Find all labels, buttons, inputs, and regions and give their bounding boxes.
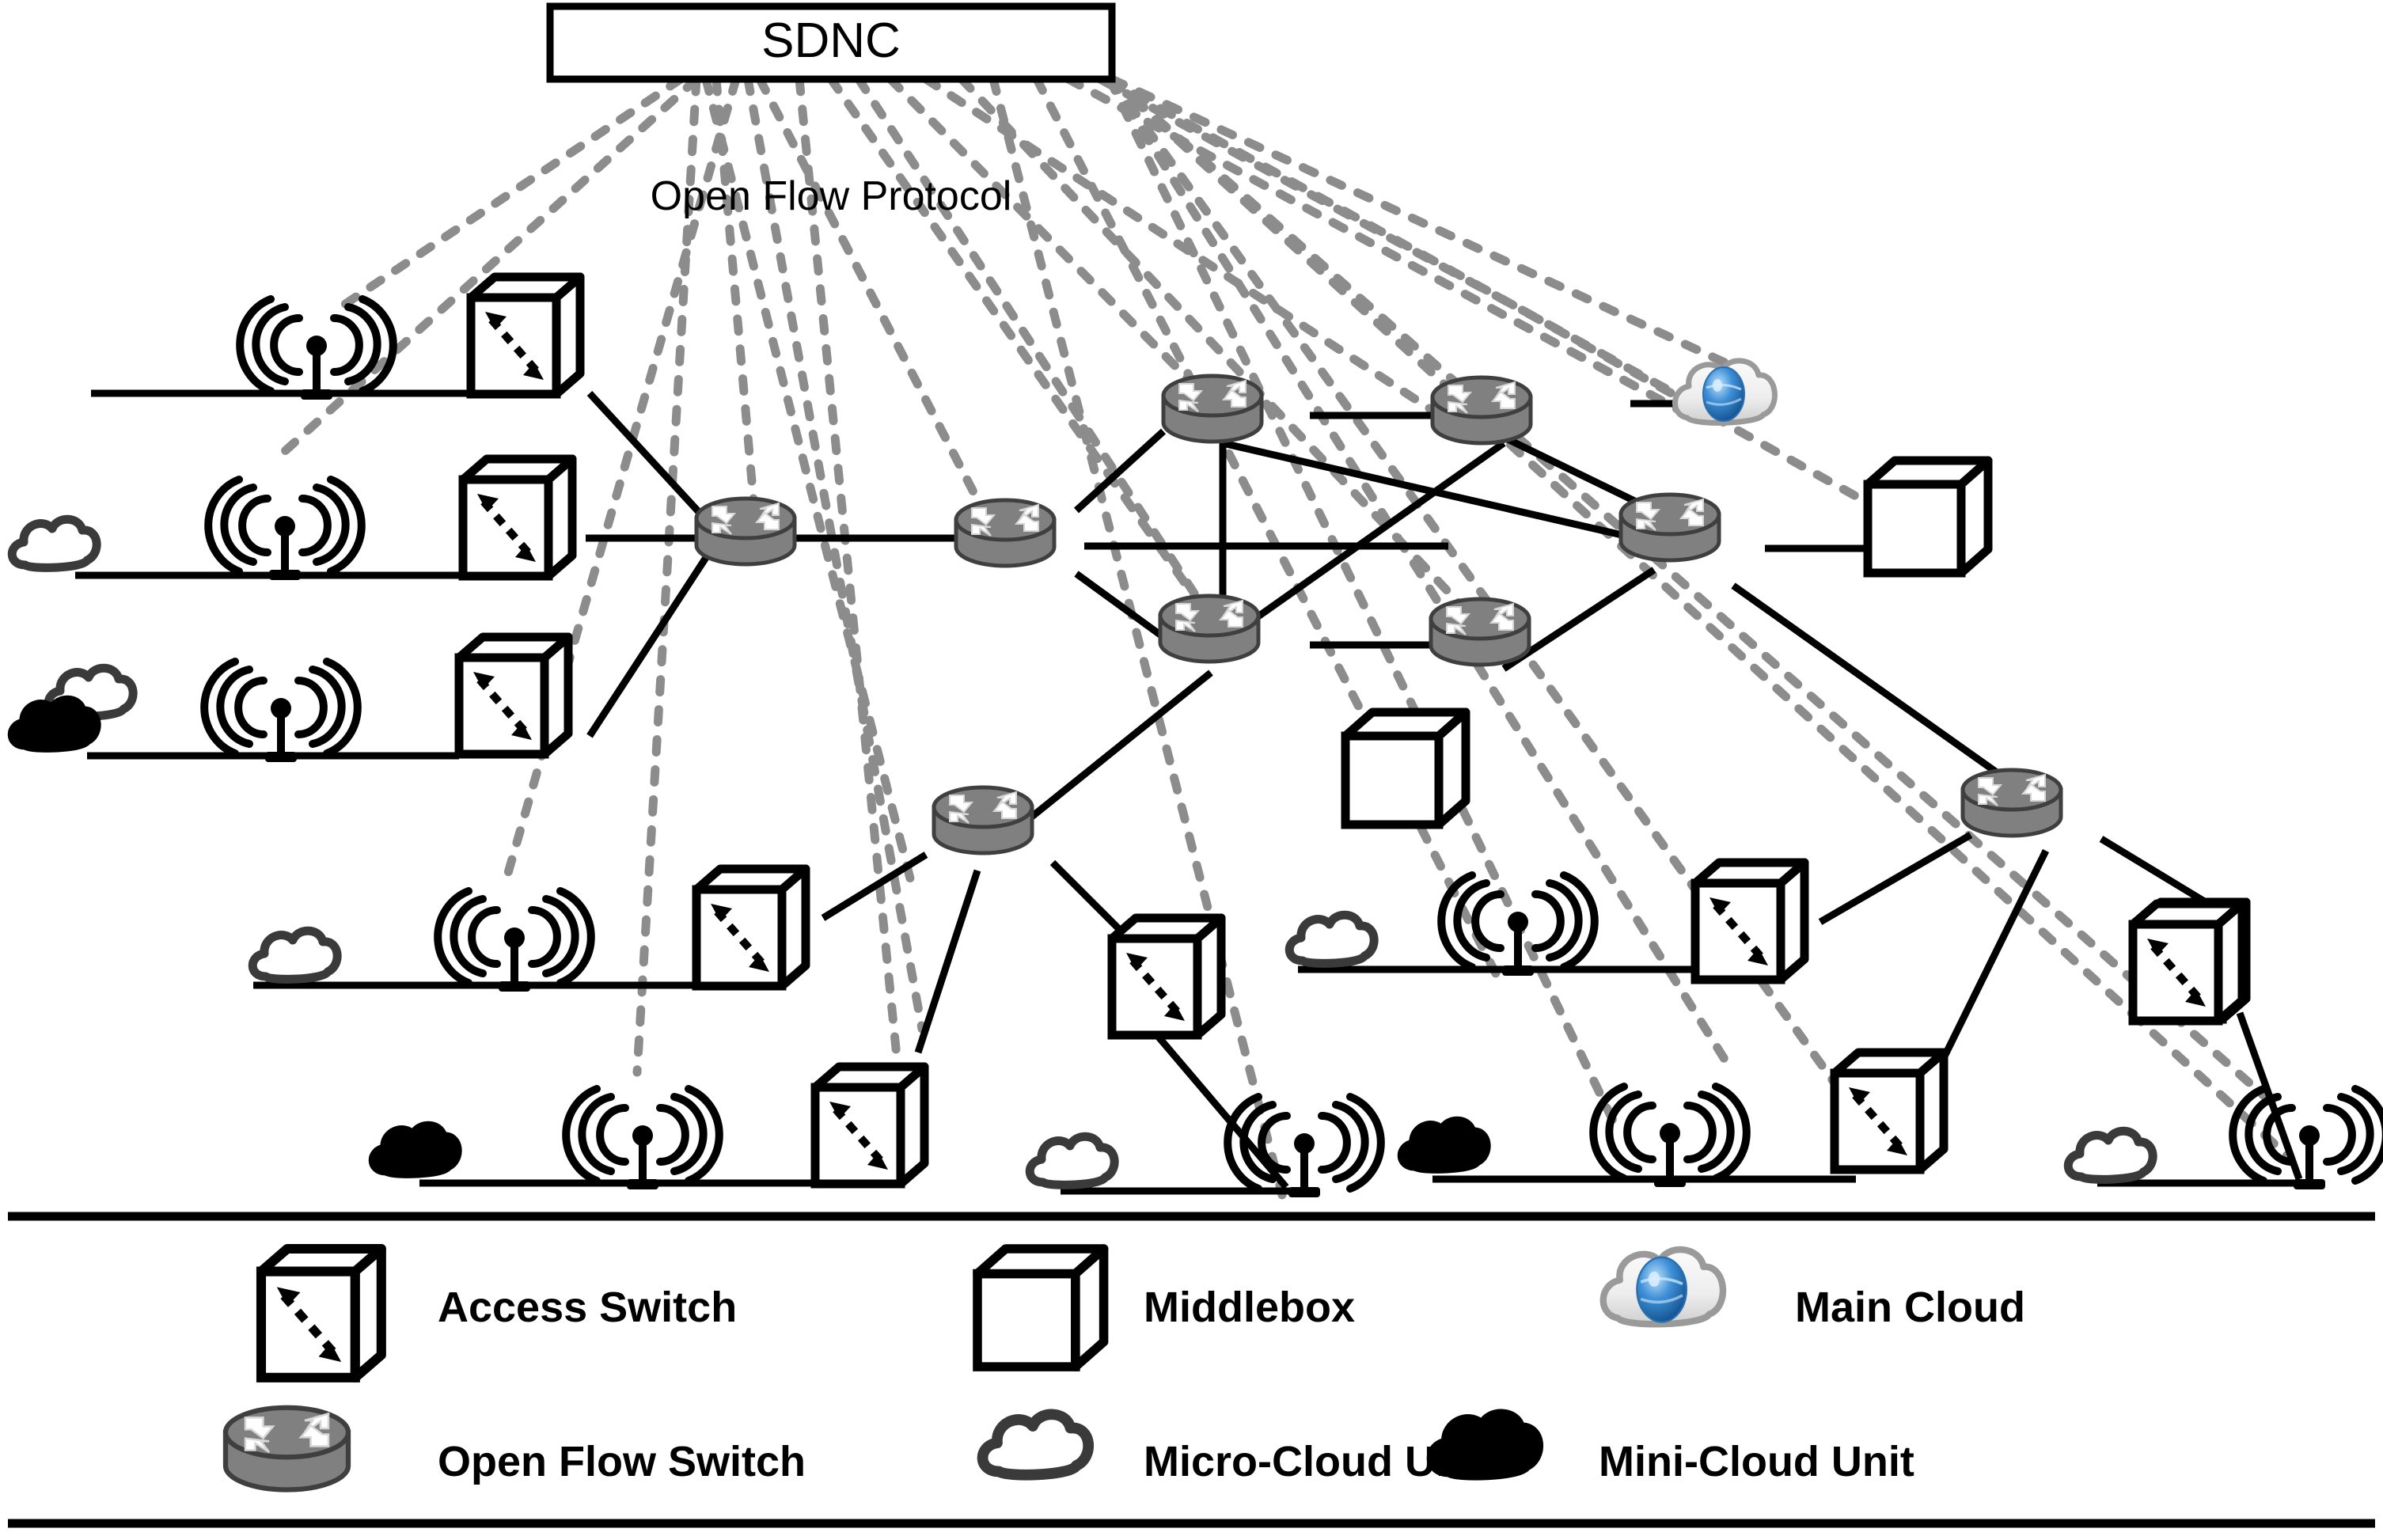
legend-label-main-cloud: Main Cloud — [1795, 1284, 2025, 1331]
main-cloud[interactable] — [1675, 361, 1774, 423]
open-flow-switch[interactable] — [934, 787, 1032, 853]
open-flow-switch[interactable] — [1963, 770, 2061, 836]
open-flow-protocol-label: Open Flow Protocol — [651, 173, 1012, 219]
open-flow-switch-icon — [226, 1408, 348, 1490]
mini-cloud-unit — [1402, 1121, 1486, 1169]
legend-panel: Access Switch Middlebox Main Cloud Open … — [8, 1212, 2375, 1528]
micro-cloud-unit — [1030, 1136, 1114, 1185]
access-switch-icon — [261, 1249, 381, 1378]
antenna-icon — [1441, 875, 1595, 976]
access-switch[interactable] — [1695, 863, 1804, 980]
access-switch[interactable] — [1112, 918, 1221, 1035]
middlebox[interactable] — [1868, 461, 1988, 573]
middlebox[interactable] — [1345, 712, 1466, 825]
micro-cloud-unit — [252, 931, 337, 979]
legend-item-mini-cloud: Mini-Cloud Unit — [1432, 1414, 1914, 1485]
legend-item-micro-cloud: Micro-Cloud Unit — [983, 1414, 1488, 1485]
open-flow-switch[interactable] — [1160, 596, 1258, 662]
open-flow-switch[interactable] — [956, 500, 1054, 566]
legend-label-open-flow-switch: Open Flow Switch — [438, 1438, 806, 1485]
antenna-icon — [240, 299, 393, 400]
sdnc-controller[interactable]: SDNC — [546, 2, 1116, 83]
mini-cloud-unit — [12, 700, 97, 748]
middlebox-icon — [977, 1249, 1104, 1367]
mini-cloud-icon — [1432, 1414, 1539, 1474]
open-flow-switch[interactable] — [696, 499, 795, 564]
legend-label-access-switch: Access Switch — [438, 1284, 737, 1331]
open-flow-switch[interactable] — [1431, 599, 1529, 665]
antenna-icon — [204, 662, 358, 762]
open-flow-switch[interactable] — [1163, 376, 1262, 442]
antenna-icon — [1593, 1087, 1747, 1187]
access-switch[interactable] — [696, 869, 806, 986]
access-switch[interactable] — [471, 277, 580, 394]
micro-cloud-unit — [2068, 1131, 2153, 1179]
antenna-icon — [438, 891, 591, 992]
access-switch[interactable] — [459, 637, 568, 754]
main-cloud-icon — [1603, 1250, 1723, 1324]
legend-label-mini-cloud: Mini-Cloud Unit — [1599, 1438, 1914, 1485]
antenna-icon — [208, 480, 362, 580]
legend-label-middlebox: Middlebox — [1144, 1284, 1355, 1331]
sdnc-label: SDNC — [761, 13, 901, 68]
micro-cloud-unit — [1289, 915, 1374, 963]
mini-cloud-unit — [373, 1125, 457, 1174]
access-switch[interactable] — [463, 459, 572, 576]
antenna-icon — [2233, 1089, 2383, 1189]
micro-cloud-icon — [983, 1414, 1089, 1474]
legend-item-main-cloud: Main Cloud — [1603, 1250, 2025, 1331]
access-switch[interactable] — [2133, 904, 2242, 1021]
data-plane-links — [75, 389, 2315, 1195]
micro-cloud-unit — [12, 519, 97, 567]
open-flow-switch[interactable] — [1621, 495, 1719, 560]
access-switch[interactable] — [815, 1067, 924, 1184]
legend-item-middlebox: Middlebox — [977, 1249, 1355, 1367]
access-switch[interactable] — [1835, 1053, 1944, 1170]
openflow-control-links — [280, 74, 2296, 1200]
legend-item-access-switch: Access Switch — [261, 1249, 737, 1378]
open-flow-switch[interactable] — [1432, 377, 1531, 443]
antenna-icon — [566, 1089, 719, 1189]
legend-item-open-flow-switch: Open Flow Switch — [226, 1408, 806, 1490]
